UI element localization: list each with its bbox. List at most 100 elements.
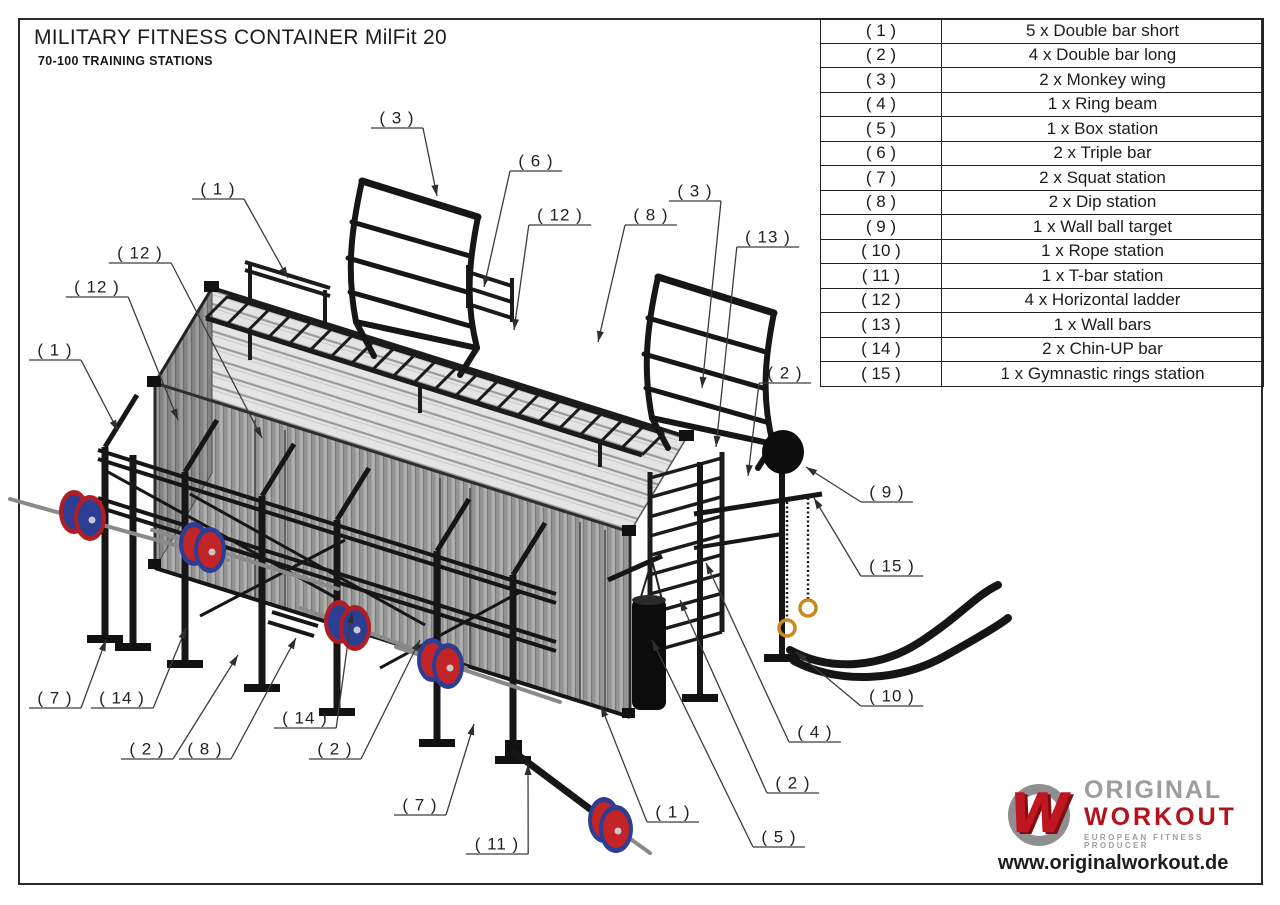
barbell-4	[394, 638, 562, 704]
svg-text:( 14 ): ( 14 )	[282, 708, 328, 727]
callout-5: ( 5 )	[651, 639, 805, 848]
roof-front-edge	[154, 381, 631, 534]
gymnastic-rings	[777, 498, 818, 638]
svg-text:( 14 ): ( 14 )	[99, 688, 145, 707]
part-desc: 1 x Ring beam	[941, 91, 1264, 117]
callout-1: ( 1 )	[29, 340, 119, 432]
page-title: MILITARY FITNESS CONTAINER MilFit 20	[34, 26, 447, 49]
callout-1: ( 1 )	[192, 179, 289, 279]
double-bar-short	[244, 260, 331, 326]
callout-12: ( 12 )	[65, 277, 179, 421]
svg-text:( 15 ): ( 15 )	[869, 556, 915, 575]
monogram-letter: W	[1009, 782, 1071, 845]
part-ref: ( 3 )	[820, 67, 942, 93]
callout-7: ( 7 )	[29, 639, 107, 709]
part-desc: 4 x Double bar long	[941, 42, 1264, 68]
callout-layer: ( 3 ) ( 1 ) ( 12 ) ( 12 ) ( 1 ) ( 6 ) ( 12 ) ( …	[29, 108, 924, 855]
callout-6: ( 6 )	[482, 151, 562, 288]
svg-text:W: W	[1012, 784, 1074, 847]
table-row: ( 4 )1 x Ring beam	[820, 91, 1264, 117]
page-subtitle: 70-100 TRAINING STATIONS	[38, 54, 213, 68]
part-desc: 1 x Wall bars	[941, 312, 1264, 338]
svg-text:( 3 ): ( 3 )	[379, 108, 414, 127]
callout-7: ( 7 )	[394, 723, 475, 816]
parts-table: ( 1 )5 x Double bar short ( 2 )4 x Doubl…	[820, 18, 1264, 387]
post-foot	[682, 694, 718, 702]
front-rig	[87, 393, 557, 764]
table-row: ( 6 )2 x Triple bar	[820, 140, 1264, 166]
brand-logo: W W ORIGINAL WORKOUT EUROPEAN FITNESS PR…	[998, 776, 1260, 875]
dip-station	[267, 610, 319, 638]
callout-12: ( 12 )	[512, 205, 592, 331]
svg-text:( 13 ): ( 13 )	[745, 227, 791, 246]
part-ref: ( 9 )	[820, 214, 942, 240]
sheet-border	[18, 18, 1263, 885]
brand-website: www.originalworkout.de	[998, 852, 1229, 874]
horizontal-ladder	[204, 293, 666, 467]
corner-castings	[147, 281, 694, 718]
part-desc: 2 x Triple bar	[941, 140, 1264, 166]
svg-text:( 1 ): ( 1 )	[200, 179, 235, 198]
callout-2: ( 2 )	[679, 599, 819, 794]
roof-left-edge	[153, 287, 214, 384]
part-ref: ( 8 )	[820, 189, 942, 215]
callout-15: ( 15 )	[813, 497, 924, 577]
barbell-1	[8, 490, 230, 562]
part-ref: ( 2 )	[820, 42, 942, 68]
svg-text:( 5 ): ( 5 )	[761, 827, 796, 846]
callout-8: ( 8 )	[179, 637, 297, 760]
svg-text:( 6 ): ( 6 )	[518, 151, 553, 170]
part-desc: 2 x Monkey wing	[941, 67, 1264, 93]
part-desc: 2 x Chin-UP bar	[941, 336, 1264, 362]
callout-11: ( 11 )	[465, 763, 532, 855]
svg-text:( 4 ): ( 4 )	[797, 722, 832, 741]
svg-text:( 12 ): ( 12 )	[74, 277, 120, 296]
brand-line-original: ORIGINAL	[1084, 776, 1223, 804]
table-row: ( 9 )1 x Wall ball target	[820, 214, 1264, 240]
chin-up-bars	[102, 393, 548, 577]
callout-8: ( 8 )	[597, 205, 677, 343]
callout-13: ( 13 )	[713, 227, 800, 448]
callout-2: ( 2 )	[309, 639, 421, 760]
title-block: MILITARY FITNESS CONTAINER MilFit 20 70-…	[34, 26, 447, 68]
svg-text:( 2 ): ( 2 )	[129, 739, 164, 758]
punching-bag	[606, 553, 666, 710]
callout-14: ( 14 )	[273, 611, 354, 729]
callout-9: ( 9 )	[805, 466, 913, 503]
workout-monogram-icon: W W	[1008, 782, 1074, 847]
svg-text:( 7 ): ( 7 )	[402, 795, 437, 814]
table-row: ( 3 )2 x Monkey wing	[820, 67, 1264, 93]
table-row: ( 13 )1 x Wall bars	[820, 312, 1264, 338]
svg-text:( 1 ): ( 1 )	[655, 802, 690, 821]
svg-text:( 3 ): ( 3 )	[677, 181, 712, 200]
svg-text:( 11 ): ( 11 )	[475, 834, 519, 853]
battle-ropes	[786, 581, 1012, 682]
svg-text:( 8 ): ( 8 )	[633, 205, 668, 224]
callout-2: ( 2 )	[745, 363, 811, 477]
callout-1: ( 1 )	[600, 705, 699, 823]
svg-text:( 12 ): ( 12 )	[537, 205, 583, 224]
part-desc: 5 x Double bar short	[941, 18, 1264, 44]
part-ref: ( 12 )	[820, 287, 942, 313]
table-row: ( 1 )5 x Double bar short	[820, 18, 1264, 44]
part-ref: ( 11 )	[820, 263, 942, 289]
barbell-2	[150, 522, 340, 591]
t-bar-station	[505, 740, 652, 855]
brand-line-workout: WORKOUT	[1084, 803, 1237, 831]
monkey-wing-right	[641, 273, 778, 471]
part-desc: 1 x Wall ball target	[941, 214, 1264, 240]
wall-ball-target	[762, 430, 804, 474]
cross-bar	[693, 532, 783, 550]
callout-4: ( 4 )	[705, 562, 841, 743]
ring-beam	[693, 491, 823, 517]
svg-text:( 12 ): ( 12 )	[117, 243, 163, 262]
monkey-wing-left	[345, 177, 482, 378]
roof-back-edge	[211, 286, 688, 439]
callout-3: ( 3 )	[371, 108, 439, 197]
callout-3: ( 3 )	[669, 181, 722, 389]
right-assembly	[682, 430, 1012, 702]
rig-feet	[87, 635, 531, 764]
part-ref: ( 15 )	[820, 361, 942, 387]
svg-text:( 10 ): ( 10 )	[869, 686, 915, 705]
